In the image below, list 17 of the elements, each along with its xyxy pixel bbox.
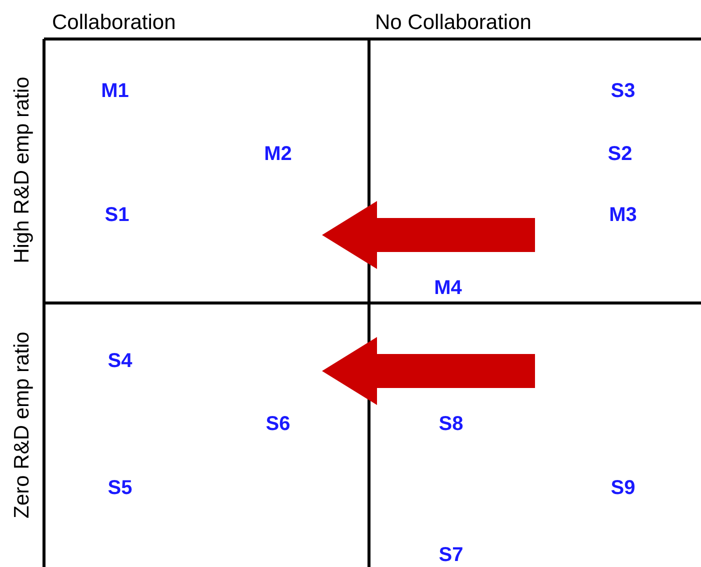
point-label: S9 [610, 478, 636, 498]
point-label: S6 [266, 414, 290, 434]
point-label: M2 [264, 144, 292, 164]
point-label: S8 [438, 414, 464, 434]
point-label: S3 [610, 81, 636, 101]
point-label: S5 [108, 478, 132, 498]
point-label: M3 [609, 205, 637, 225]
column-header: No Collaboration [375, 12, 532, 33]
row-header: Zero R&D emp ratio [12, 332, 32, 518]
point-label: S7 [438, 545, 464, 565]
column-header: Collaboration [52, 12, 176, 33]
row-header: High R&D emp ratio [12, 76, 32, 264]
point-label: S4 [108, 351, 132, 371]
point-label: S2 [608, 144, 632, 164]
point-label: S1 [104, 205, 130, 225]
point-label: M4 [434, 278, 462, 298]
point-label: M1 [101, 81, 129, 101]
